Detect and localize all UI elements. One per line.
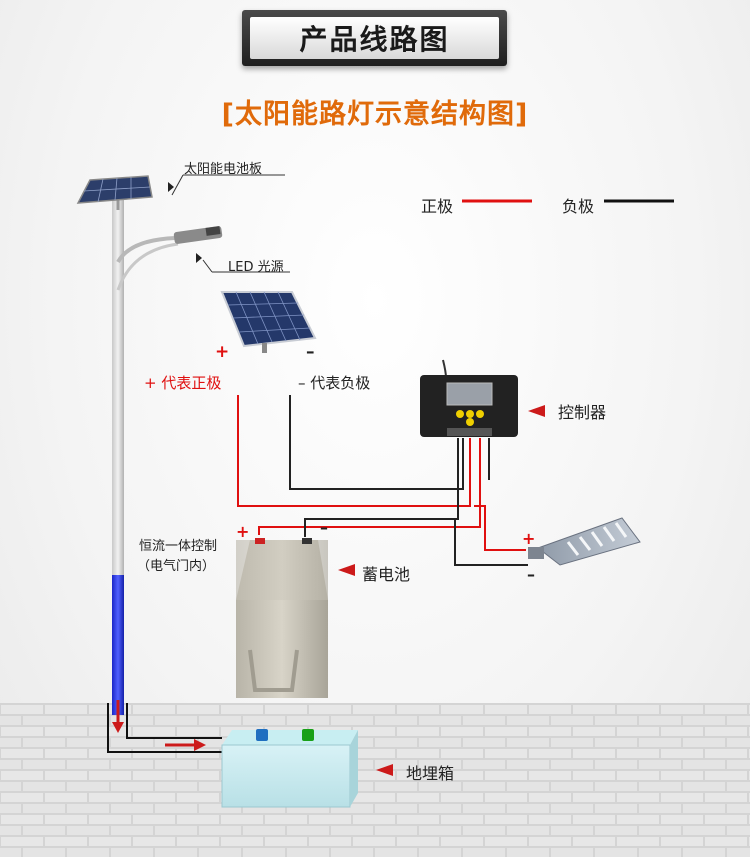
- panel-plus-sign: +: [215, 342, 230, 362]
- led-minus-sign: –: [527, 565, 535, 584]
- battery-plus-sign: +: [236, 522, 250, 541]
- solar-panel-label: 太阳能电池板: [184, 162, 263, 177]
- ledlight-bullet: [196, 253, 202, 263]
- header-title: 产品线路图: [250, 17, 499, 59]
- led-light-label: LED 光源: [228, 260, 284, 275]
- positive-wires: [237, 395, 526, 551]
- constant-current-label: 恒流一体控制: [139, 539, 218, 554]
- underground-wires: [107, 703, 222, 753]
- controller-label: 控制器: [558, 403, 607, 422]
- ground-wall: [0, 703, 750, 857]
- solar-panel-leader: [171, 174, 184, 196]
- electrical-door-label: （电气门内）: [137, 559, 216, 574]
- panel-minus-sign: –: [306, 342, 315, 362]
- led-leader: [202, 259, 213, 273]
- street-light-pole: [112, 200, 223, 715]
- header-bar: 产品线路图: [242, 10, 507, 66]
- legend-positive-label: 正极: [421, 197, 454, 216]
- led-light-fixture: [528, 517, 641, 566]
- solar-panel: [220, 291, 317, 353]
- positive-desc-label: + 代表正极: [144, 374, 222, 392]
- battery-arrow: [338, 564, 355, 576]
- battery-label: 蓄电池: [362, 565, 411, 584]
- buried-box-label: 地埋箱: [406, 764, 455, 783]
- buried-box-arrow: [376, 764, 393, 776]
- battery: [236, 538, 328, 698]
- battery-minus-sign: –: [320, 518, 328, 537]
- led-plus-sign: +: [522, 529, 536, 548]
- controller: [420, 359, 518, 437]
- buried-box: [221, 729, 358, 808]
- legend-negative-label: 负极: [562, 197, 595, 216]
- pole-solar-panel: [76, 175, 153, 204]
- solarpanel-bullet: [168, 182, 174, 192]
- negative-wires: [289, 395, 528, 566]
- controller-arrow: [528, 405, 545, 417]
- diagram-subtitle: [太阳能路灯示意结构图]: [221, 99, 529, 130]
- negative-desc-label: – 代表负极: [298, 374, 371, 392]
